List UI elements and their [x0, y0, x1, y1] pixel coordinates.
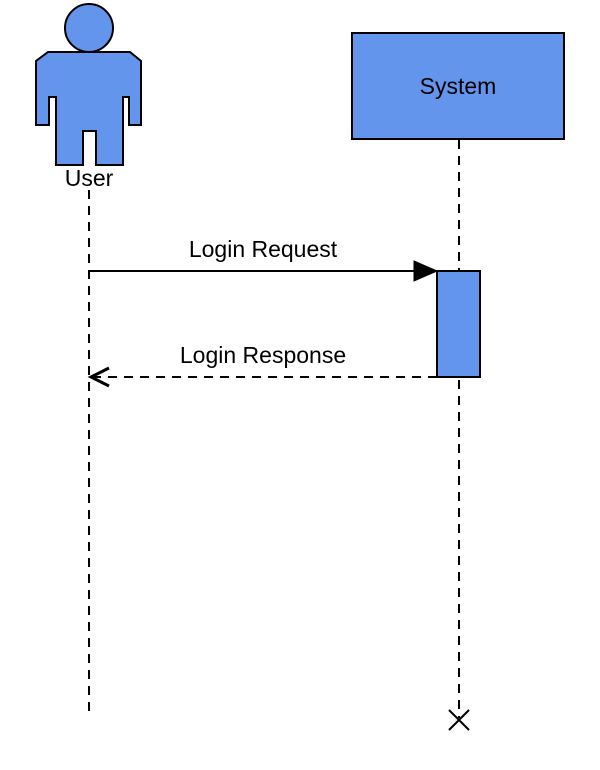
- activation-bar[interactable]: [436, 270, 481, 378]
- filled-arrowhead-icon: [413, 260, 439, 282]
- user-label: User: [65, 165, 114, 191]
- open-arrowhead-icon: [87, 366, 110, 388]
- actor-icon: [35, 51, 142, 166]
- actor-head: [64, 3, 114, 53]
- system-label: System: [420, 73, 497, 99]
- system-box[interactable]: [351, 32, 565, 140]
- destroy-icon: [448, 709, 470, 731]
- login-request-label: Login Request: [189, 236, 338, 262]
- user-actor[interactable]: [35, 3, 142, 166]
- login-response-label: Login Response: [180, 342, 346, 368]
